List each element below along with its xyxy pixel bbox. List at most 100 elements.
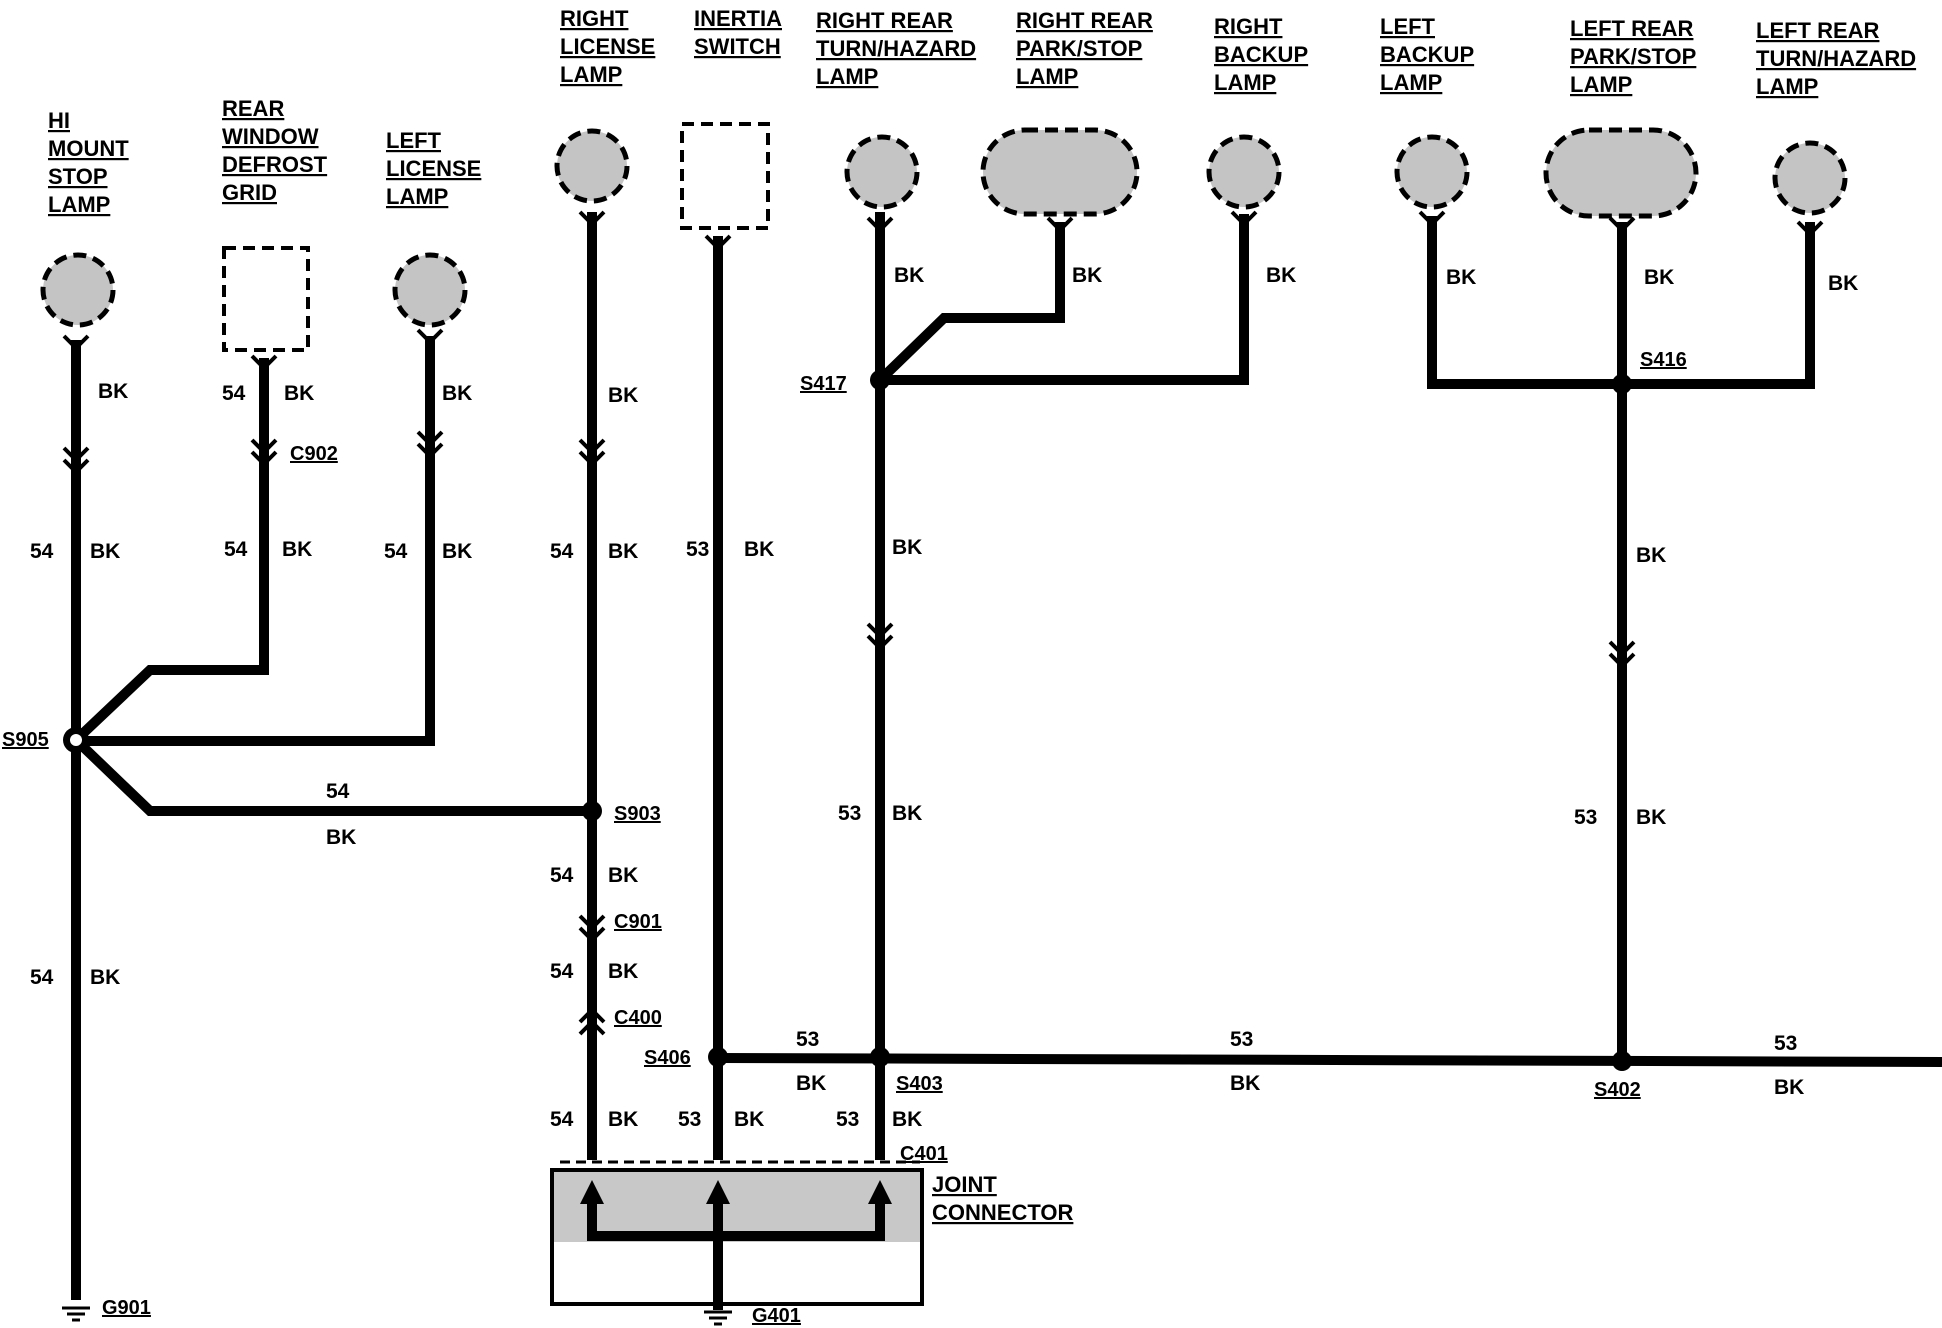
inertia-switch xyxy=(680,122,770,230)
svg-text:BK: BK xyxy=(1644,266,1674,289)
svg-text:LAMP: LAMP xyxy=(1380,70,1442,95)
svg-text:PARK/STOP: PARK/STOP xyxy=(1016,36,1142,61)
svg-text:BK: BK xyxy=(1072,264,1102,287)
svg-text:BACKUP: BACKUP xyxy=(1380,42,1474,67)
left-backup-lamp xyxy=(1394,134,1470,210)
svg-text:BK: BK xyxy=(1828,272,1858,295)
svg-text:BK: BK xyxy=(1230,1072,1260,1095)
svg-text:BK: BK xyxy=(442,382,472,405)
svg-text:BK: BK xyxy=(892,1108,922,1131)
svg-text:BK: BK xyxy=(608,960,638,983)
svg-text:INERTIA: INERTIA xyxy=(694,6,782,31)
label-left-license-lamp: LEFT LICENSE LAMP xyxy=(386,128,481,209)
ref-s903: S903 xyxy=(614,803,661,825)
label-left-rear-park-stop-lamp: LEFT REAR PARK/STOP LAMP xyxy=(1570,16,1696,97)
ref-s416: S416 xyxy=(1640,349,1687,371)
svg-text:LAMP: LAMP xyxy=(1756,74,1818,99)
label-joint-connector: JOINT CONNECTOR xyxy=(932,1172,1073,1225)
svg-text:54: 54 xyxy=(384,540,408,563)
ref-c401: C401 xyxy=(900,1143,948,1165)
svg-text:LAMP: LAMP xyxy=(386,184,448,209)
svg-text:BK: BK xyxy=(892,802,922,825)
svg-text:LICENSE: LICENSE xyxy=(386,156,481,181)
svg-text:53: 53 xyxy=(1774,1032,1797,1055)
ref-c902: C902 xyxy=(290,443,338,465)
svg-text:RIGHT REAR: RIGHT REAR xyxy=(816,8,953,33)
left-rear-park-stop-lamp xyxy=(1543,127,1699,219)
label-right-rear-turn-hazard-lamp: RIGHT REAR TURN/HAZARD LAMP xyxy=(816,8,976,89)
svg-text:54: 54 xyxy=(550,540,574,563)
svg-text:LAMP: LAMP xyxy=(1016,64,1078,89)
svg-text:REAR: REAR xyxy=(222,96,284,121)
right-rear-park-stop-lamp xyxy=(980,127,1140,217)
svg-text:53: 53 xyxy=(678,1108,701,1131)
svg-text:WINDOW: WINDOW xyxy=(222,124,319,149)
svg-text:53: 53 xyxy=(1230,1028,1253,1051)
svg-text:SWITCH: SWITCH xyxy=(694,34,781,59)
svg-text:HI: HI xyxy=(48,108,70,133)
svg-text:BK: BK xyxy=(98,380,128,403)
label-left-rear-turn-hazard-lamp: LEFT REAR TURN/HAZARD LAMP xyxy=(1756,18,1916,99)
ground-g901 xyxy=(62,1306,90,1322)
svg-text:GRID: GRID xyxy=(222,180,277,205)
svg-text:BK: BK xyxy=(90,540,120,563)
svg-text:LAMP: LAMP xyxy=(1214,70,1276,95)
svg-text:53: 53 xyxy=(1574,806,1597,829)
svg-text:54: 54 xyxy=(222,382,246,405)
svg-text:BK: BK xyxy=(608,540,638,563)
svg-text:BK: BK xyxy=(442,540,472,563)
ground-g401 xyxy=(704,1310,732,1326)
left-license-lamp xyxy=(392,252,468,328)
svg-text:MOUNT: MOUNT xyxy=(48,136,129,161)
svg-text:53: 53 xyxy=(796,1028,819,1051)
svg-text:LEFT REAR: LEFT REAR xyxy=(1756,18,1880,43)
splice-s406 xyxy=(708,1047,728,1067)
svg-text:LEFT: LEFT xyxy=(1380,14,1436,39)
hi-mount-stop-lamp xyxy=(40,252,116,328)
ref-s402: S402 xyxy=(1594,1079,1641,1101)
ref-s403: S403 xyxy=(896,1073,943,1095)
svg-text:BK: BK xyxy=(796,1072,826,1095)
svg-text:CONNECTOR: CONNECTOR xyxy=(932,1200,1073,1225)
joint-connector xyxy=(550,1160,924,1310)
label-hi-mount-stop-lamp: HI MOUNT STOP LAMP xyxy=(48,108,129,217)
svg-text:BK: BK xyxy=(608,384,638,407)
splice-s403 xyxy=(870,1047,890,1067)
splice-s417 xyxy=(870,370,890,390)
svg-text:BK: BK xyxy=(326,826,356,849)
ref-c400: C400 xyxy=(614,1007,662,1029)
svg-text:BK: BK xyxy=(284,382,314,405)
svg-text:53: 53 xyxy=(686,538,709,561)
label-right-rear-park-stop-lamp: RIGHT REAR PARK/STOP LAMP xyxy=(1016,8,1153,89)
ref-s406: S406 xyxy=(644,1047,691,1069)
rear-window-defrost-grid xyxy=(222,246,310,352)
left-rear-turn-hazard-lamp xyxy=(1772,140,1848,216)
svg-text:BACKUP: BACKUP xyxy=(1214,42,1308,67)
svg-text:TURN/HAZARD: TURN/HAZARD xyxy=(1756,46,1916,71)
label-right-backup-lamp: RIGHT BACKUP LAMP xyxy=(1214,14,1308,95)
svg-text:53: 53 xyxy=(836,1108,859,1131)
svg-text:BK: BK xyxy=(1774,1076,1804,1099)
svg-text:LAMP: LAMP xyxy=(816,64,878,89)
connector-marks xyxy=(62,210,1824,1036)
svg-text:BK: BK xyxy=(894,264,924,287)
right-license-lamp xyxy=(554,128,630,204)
svg-text:54: 54 xyxy=(550,1108,574,1131)
svg-text:54: 54 xyxy=(550,864,574,887)
svg-text:JOINT: JOINT xyxy=(932,1172,997,1197)
label-right-license-lamp: RIGHT LICENSE LAMP xyxy=(560,6,655,87)
label-inertia-switch: INERTIA SWITCH xyxy=(694,6,782,59)
svg-text:BK: BK xyxy=(1636,544,1666,567)
svg-text:BK: BK xyxy=(1266,264,1296,287)
svg-text:RIGHT: RIGHT xyxy=(560,6,629,31)
right-backup-lamp xyxy=(1206,134,1282,210)
svg-text:TURN/HAZARD: TURN/HAZARD xyxy=(816,36,976,61)
wire-labels: BK BK 54 BK BK BK BK BK BK BK BK 54 BK 5… xyxy=(30,264,1858,1131)
svg-text:BK: BK xyxy=(608,1108,638,1131)
svg-text:BK: BK xyxy=(90,966,120,989)
svg-text:BK: BK xyxy=(282,538,312,561)
svg-text:STOP: STOP xyxy=(48,164,108,189)
svg-text:53: 53 xyxy=(838,802,861,825)
ref-s905: S905 xyxy=(2,729,49,751)
